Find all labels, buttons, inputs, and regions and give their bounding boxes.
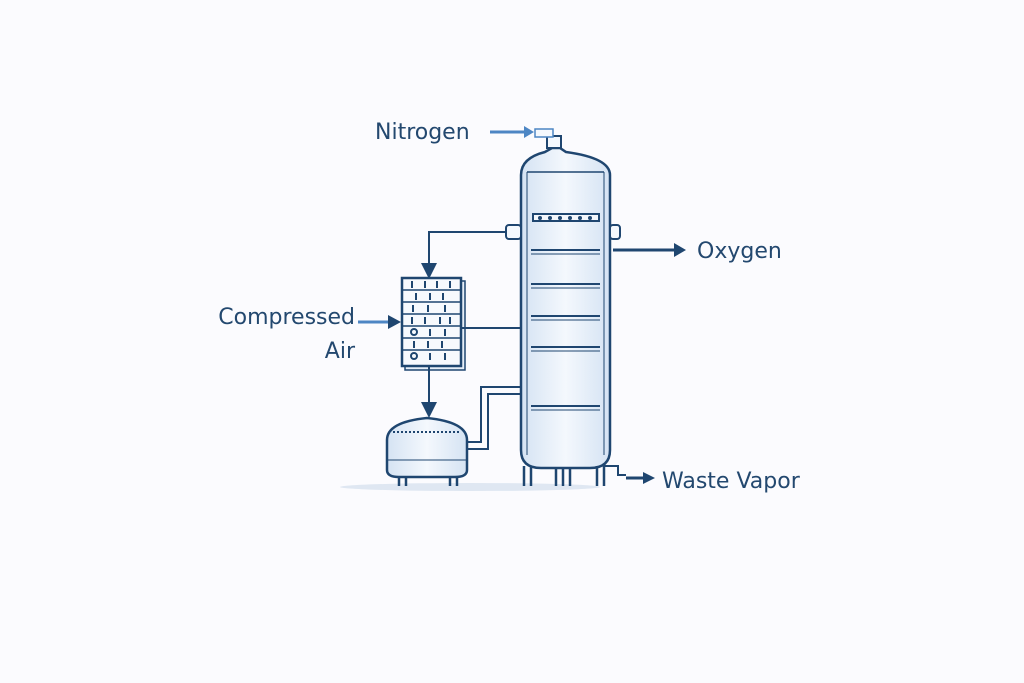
- ground-shadow: [340, 483, 600, 491]
- nitrogen-arrow: [490, 126, 534, 138]
- heat-exchanger: [400, 276, 466, 371]
- distillation-column: [505, 128, 626, 486]
- waste-vapor-label: Waste Vapor: [662, 469, 801, 494]
- waste-vapor-arrow: [626, 472, 655, 484]
- separator-tank: [385, 416, 469, 486]
- column-trays: [531, 213, 600, 411]
- compressed-air-arrow: [358, 315, 401, 329]
- compressed-air-label-line2: Air: [325, 339, 356, 364]
- piping: [421, 231, 521, 450]
- oxygen-label: Oxygen: [697, 239, 782, 264]
- nitrogen-label: Nitrogen: [375, 120, 470, 145]
- compressed-air-label-line1: Compressed: [218, 305, 355, 330]
- oxygen-arrow: [613, 243, 686, 257]
